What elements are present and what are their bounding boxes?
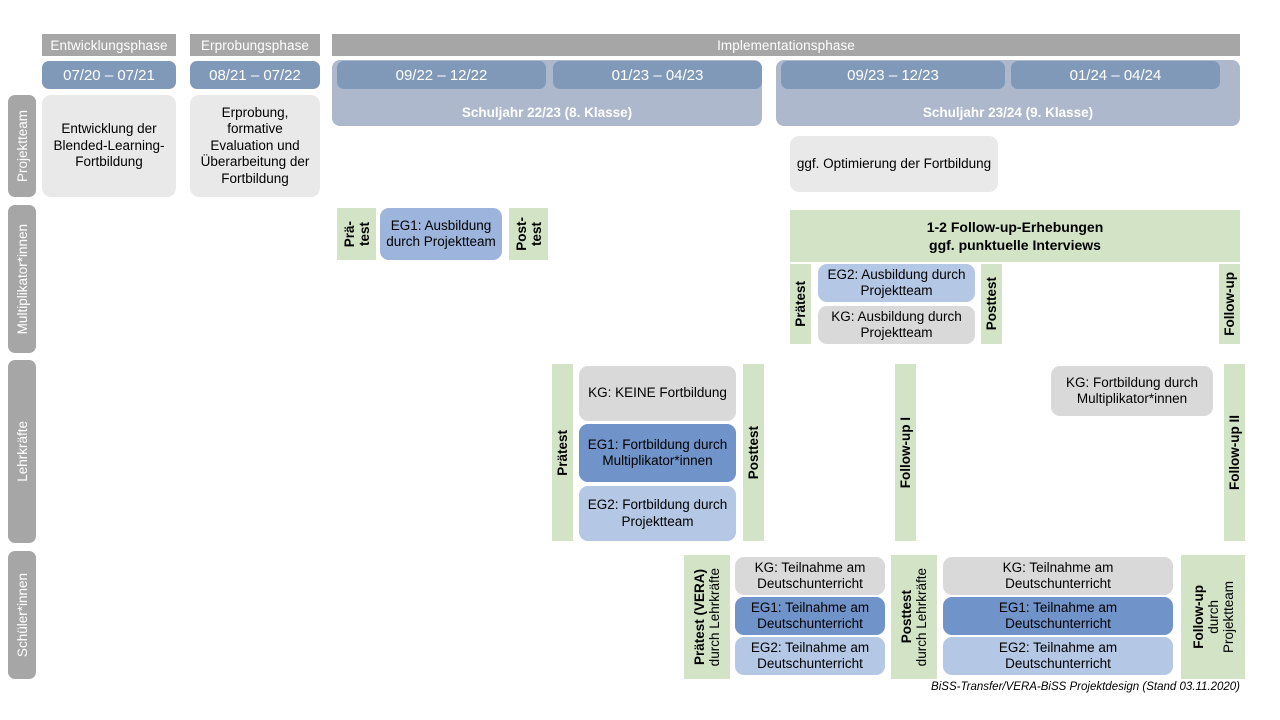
posttest-label: Posttest	[899, 590, 914, 644]
posttest-sublabel: durch Lehrkräfte	[914, 567, 929, 667]
posttest-label: Posttest	[984, 277, 999, 331]
followup-sublabel-1: durch	[1205, 600, 1221, 634]
green-praetest-multiplikatoren-2022: Prä- test	[337, 208, 376, 260]
date-chip-label: 09/22 – 12/22	[395, 66, 488, 84]
box-label: EG2: Teilnahme am Deutschunterricht	[750, 639, 870, 671]
actor-lehrkraefte: Lehrkräfte	[8, 360, 36, 543]
green-followup-1-lehrkraefte: Follow-up I	[895, 364, 916, 541]
praetest-vera-label: Prätest (VERA)	[692, 568, 707, 666]
box-label: EG1: Ausbildung durch Projektteam	[386, 217, 496, 249]
box-label: Erprobung, formative Evaluation und Über…	[200, 104, 310, 186]
actor-label: Multiplikator*innen	[14, 223, 30, 335]
followup-sublabel-2: Projektteam	[1220, 580, 1236, 654]
actor-label: Lehrkräfte	[14, 421, 30, 482]
date-chip-label: 09/23 – 12/23	[847, 66, 939, 84]
box-label: EG1: Fortbildung durch Multiplikator*inn…	[587, 436, 728, 468]
box-eg2-ausbildung-projektteam-2023: EG2: Ausbildung durch Projektteam	[818, 264, 975, 302]
box-kg-keine-fortbildung: KG: KEINE Fortbildung	[579, 366, 736, 421]
date-chip-0720-0721: 07/20 – 07/21	[42, 61, 176, 89]
schoolyear-label: Schuljahr 22/23 (8. Klasse)	[461, 105, 633, 120]
phase-band-implementationsphase: Implementationsphase	[332, 34, 1240, 56]
actor-label: Projektteam	[14, 109, 30, 183]
green-followup-schuelerinnen: Follow-up durch Projektteam	[1181, 555, 1245, 679]
green-posttest-multiplikatoren-2022: Post- test	[509, 208, 548, 260]
date-chip-0922-1222: 09/22 – 12/22	[337, 61, 546, 89]
box-label: Entwicklung der Blended-Learning-Fortbil…	[53, 121, 165, 170]
box-label: EG1: Teilnahme am Deutschunterricht	[750, 599, 870, 631]
box-kg-fortbildung-multiplikatoren: KG: Fortbildung durch Multiplikator*inne…	[1051, 366, 1213, 416]
green-posttest-schuelerinnen: Posttest durch Lehrkräfte	[891, 555, 937, 679]
phase-label: Erprobungsphase	[200, 37, 310, 53]
phase-band-erprobungsphase: Erprobungsphase	[190, 34, 320, 56]
actor-projektteam: Projektteam	[8, 95, 36, 197]
phase-label: Implementationsphase	[717, 37, 855, 53]
box-label: ggf. Optimierung der Fortbildung	[796, 155, 992, 171]
box-label: EG2: Fortbildung durch Projektteam	[587, 497, 728, 529]
box-label: KG: KEINE Fortbildung	[588, 385, 727, 401]
praetest-label: Prätest	[793, 281, 808, 327]
date-chip-0123-0423: 01/23 – 04/23	[553, 61, 762, 89]
date-chip-label: 01/24 – 04/24	[1069, 66, 1162, 84]
posttest-line2: test	[528, 221, 544, 246]
date-chip-0124-0424: 01/24 – 04/24	[1011, 61, 1220, 89]
box-eg2-fortbildung-projektteam: EG2: Fortbildung durch Projektteam	[579, 486, 736, 541]
followup-banner-line2: ggf. punktuelle Interviews	[929, 237, 1101, 253]
praetest-line2: test	[356, 221, 372, 246]
box-eg1-teilnahme-deutschunterricht-left: EG1: Teilnahme am Deutschunterricht	[735, 597, 885, 635]
followup-2-label: Follow-up II	[1227, 415, 1242, 490]
box-eg2-teilnahme-deutschunterricht-right: EG2: Teilnahme am Deutschunterricht	[943, 637, 1173, 675]
box-kg-ausbildung-projektteam-2023: KG: Ausbildung durch Projektteam	[818, 306, 975, 344]
box-entwicklung-fortbildung: Entwicklung der Blended-Learning-Fortbil…	[42, 95, 176, 197]
box-label: KG: Teilnahme am Deutschunterricht	[1002, 559, 1114, 591]
box-label: EG1: Teilnahme am Deutschunterricht	[998, 599, 1118, 631]
box-label: KG: Ausbildung durch Projektteam	[831, 308, 962, 340]
box-eg1-teilnahme-deutschunterricht-right: EG1: Teilnahme am Deutschunterricht	[943, 597, 1173, 635]
followup-1-label: Follow-up I	[898, 416, 913, 489]
box-kg-teilnahme-deutschunterricht-right: KG: Teilnahme am Deutschunterricht	[943, 557, 1173, 595]
green-followup-multiplikatoren-2024: Follow-up	[1219, 264, 1240, 344]
followup-label: Follow-up	[1190, 585, 1206, 649]
green-praetest-multiplikatoren-2023: Prätest	[790, 264, 811, 344]
box-eg1-ausbildung-projektteam-2022: EG1: Ausbildung durch Projektteam	[380, 208, 502, 260]
date-chip-0821-0722: 08/21 – 07/22	[190, 61, 320, 89]
phase-label: Entwicklungsphase	[50, 37, 168, 53]
actor-multiplikatorinnen: Multiplikator*innen	[8, 205, 36, 353]
praetest-vera-sublabel: durch Lehrkräfte	[707, 567, 722, 667]
schoolyear-label: Schuljahr 23/24 (9. Klasse)	[922, 105, 1094, 120]
box-label: EG2: Teilnahme am Deutschunterricht	[998, 639, 1118, 671]
date-chip-label: 01/23 – 04/23	[611, 66, 704, 84]
box-label: KG: Fortbildung durch Multiplikator*inne…	[1065, 374, 1199, 406]
box-erprobung-evaluation: Erprobung, formative Evaluation und Über…	[190, 95, 320, 197]
posttest-label: Posttest	[746, 425, 761, 480]
actor-schuelerinnen: Schüler*innen	[8, 551, 36, 679]
praetest-line1: Prä-	[341, 220, 357, 248]
green-praetest-vera-schuelerinnen: Prätest (VERA) durch Lehrkräfte	[684, 555, 730, 679]
phase-band-entwicklungsphase: Entwicklungsphase	[42, 34, 176, 56]
green-praetest-lehrkraefte: Prätest	[552, 364, 573, 541]
footer-credit: BiSS-Transfer/VERA-BiSS Projektdesign (S…	[931, 681, 1240, 693]
box-label: KG: Teilnahme am Deutschunterricht	[754, 559, 866, 591]
actor-label: Schüler*innen	[14, 572, 30, 658]
box-optimierung-fortbildung: ggf. Optimierung der Fortbildung	[790, 136, 998, 192]
date-chip-label: 07/20 – 07/21	[63, 66, 155, 84]
box-eg1-fortbildung-multiplikatoren: EG1: Fortbildung durch Multiplikator*inn…	[579, 424, 736, 482]
followup-banner-line1: 1-2 Follow-up-Erhebungen	[926, 218, 1104, 235]
green-followup-erhebungen-banner: 1-2 Follow-up-Erhebungen ggf. punktuelle…	[790, 210, 1240, 262]
date-chip-0923-1223: 09/23 – 12/23	[781, 61, 1005, 89]
green-posttest-lehrkraefte: Posttest	[743, 364, 764, 541]
date-chip-label: 08/21 – 07/22	[209, 66, 301, 84]
green-followup-2-lehrkraefte: Follow-up II	[1224, 364, 1245, 541]
posttest-line1: Post-	[513, 217, 529, 251]
praetest-label: Prätest	[555, 429, 570, 476]
box-kg-teilnahme-deutschunterricht-left: KG: Teilnahme am Deutschunterricht	[735, 557, 885, 595]
box-eg2-teilnahme-deutschunterricht-left: EG2: Teilnahme am Deutschunterricht	[735, 637, 885, 675]
green-posttest-multiplikatoren-2023: Posttest	[981, 264, 1002, 344]
box-label: EG2: Ausbildung durch Projektteam	[827, 266, 966, 298]
followup-label: Follow-up	[1222, 272, 1237, 336]
